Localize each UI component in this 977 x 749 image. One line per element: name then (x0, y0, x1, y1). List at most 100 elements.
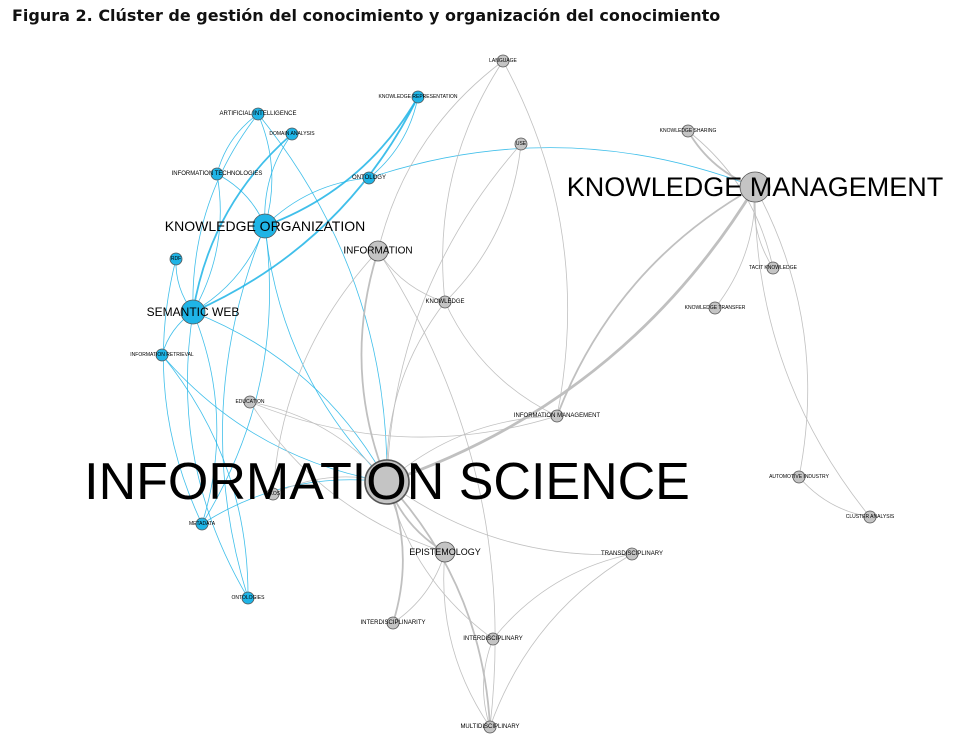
edge-education-information-management (249, 401, 558, 438)
edge-information-science-transdisciplinary (386, 481, 633, 556)
node-language (496, 54, 510, 68)
node-domain-analysis (285, 127, 299, 141)
edge-knowledge-use (444, 143, 522, 303)
node-label-information-management: INFORMATION MANAGEMENT (514, 413, 601, 419)
node-label-domain-analysis: DOMAIN ANALYSIS (269, 131, 315, 137)
node-knowledge-organization (252, 213, 278, 239)
node-knowledge-management (739, 171, 771, 203)
node-label-metadata: METADATA (189, 521, 216, 527)
node-information-science (364, 459, 410, 505)
node-label-ontologies: ONTOLOGIES (232, 595, 266, 601)
edge-interdisciplinary-multidisciplinary (483, 638, 494, 728)
edge-information-nkos (272, 250, 379, 495)
node-label-nkos: NKOS (266, 491, 281, 497)
node-label-transdisciplinary: TRANSDISCIPLINARY (601, 551, 663, 557)
edge-artificial-intelligence-information-science (257, 113, 388, 483)
node-transdisciplinary (625, 547, 639, 561)
edge-ontology-knowledge-representation (368, 96, 419, 179)
node-label-use: USE (516, 141, 527, 147)
edge-rdf-metadata (162, 258, 203, 525)
node-education (243, 395, 257, 409)
node-interdisciplinary (486, 632, 500, 646)
edge-knowledge-management-knowledge-transfer (714, 186, 756, 309)
edge-information-science-interdisciplinary (386, 481, 494, 640)
edge-information-language (377, 60, 504, 252)
node-knowledge-sharing (681, 124, 695, 138)
node-information-retrieval (155, 348, 169, 362)
edge-semantic-web-information-science (192, 311, 388, 483)
edge-knowledge-organization-information-science (264, 225, 388, 483)
edge-information-science-knowledge-management (386, 186, 757, 484)
node-knowledge-representation (411, 90, 425, 104)
node-label-interdisciplinary: INTERDISCIPLINARY (463, 636, 523, 642)
node-label-ontology: ONTOLOGY (352, 175, 386, 181)
node-label-rdf: RDF (171, 256, 181, 262)
node-semantic-web (180, 299, 206, 325)
edge-information-science-information (360, 250, 388, 483)
edge-semantic-web-ontologies (187, 311, 249, 599)
edge-semantic-web-artificial-intelligence (192, 113, 259, 313)
edge-information-science-multidisciplinary (386, 481, 491, 728)
edge-knowledge-management-automotive-industry (754, 186, 809, 478)
node-label-information-retrieval: INFORMATION RETRIEVAL (130, 352, 194, 358)
edge-semantic-web-metadata (192, 311, 218, 525)
edge-multidisciplinary-transdisciplinary (489, 553, 633, 728)
edge-knowledge-organization-artificial-intelligence (257, 113, 273, 227)
node-label-education: EDUCATION (235, 399, 264, 405)
node-information-technologies (210, 167, 224, 181)
node-artificial-intelligence (251, 107, 265, 121)
node-label-interdisciplinarity: INTERDISCIPLINARITY (360, 620, 425, 626)
node-label-knowledge-representation: KNOWLEDGE REPRESENTATION (379, 94, 458, 100)
node-label-automotive-industry: AUTOMOTIVE INDUSTRY (769, 474, 829, 480)
node-label-multidisciplinary: MULTIDISCIPLINARY (460, 724, 519, 730)
edge-information-science-use (386, 143, 522, 483)
figure-title: Clúster de gestión del conocimiento y or… (98, 6, 721, 25)
node-label-language: LANGUAGE (489, 58, 517, 64)
node-label-information-technologies: INFORMATION TECHNOLOGIES (172, 171, 263, 177)
node-information-management (550, 409, 564, 423)
edge-knowledge-management-cluster-analysis (754, 186, 871, 518)
edge-interdisciplinary-transdisciplinary (492, 553, 633, 640)
edge-information-retrieval-ontologies (161, 354, 249, 599)
edge-knowledge-information-management (444, 301, 558, 417)
node-epistemology (434, 541, 456, 563)
edge-knowledge-organization-knowledge-representation (264, 96, 419, 227)
edge-semantic-web-knowledge-representation (192, 96, 419, 313)
node-cluster-analysis (863, 510, 877, 524)
figure-number: Figura 2. (12, 6, 93, 25)
node-ontologies (241, 591, 255, 605)
figure-caption: Figura 2. Clúster de gestión del conocim… (12, 6, 720, 25)
node-label-artificial-intelligence: ARTIFICIAL INTELLIGENCE (219, 111, 296, 117)
node-label-knowledge-sharing: KNOWLEDGE SHARING (660, 128, 717, 134)
edge-artificial-intelligence-information-technologies (216, 113, 259, 175)
node-rdf (169, 252, 183, 266)
edge-knowledge-management-information-management (556, 186, 756, 417)
node-multidisciplinary (483, 720, 497, 734)
node-label-knowledge-transfer: KNOWLEDGE TRANSFER (685, 305, 746, 311)
edge-information-science-knowledge (386, 301, 446, 483)
node-label-cluster-analysis: CLUSTER ANALYSIS (846, 514, 895, 520)
node-use (514, 137, 528, 151)
edge-information-knowledge (377, 250, 446, 303)
node-label-tacit-knowledge: TACIT KNOWLEDGE (749, 265, 798, 271)
edge-automotive-industry-cluster-analysis (798, 476, 871, 518)
node-metadata (195, 517, 209, 531)
node-label-knowledge-organization: KNOWLEDGE ORGANIZATION (165, 218, 365, 234)
node-label-semantic-web: SEMANTIC WEB (147, 305, 240, 319)
node-label-knowledge-management: KNOWLEDGE MANAGEMENT (567, 172, 944, 202)
edge-layer (161, 60, 871, 728)
node-information (367, 240, 389, 262)
node-automotive-industry (792, 470, 806, 484)
node-label-epistemology: EPISTEMOLOGY (409, 547, 481, 557)
edge-semantic-web-information-technologies (192, 173, 221, 313)
edge-knowledge-organization-metadata (201, 225, 270, 525)
edge-ontology-knowledge-management (368, 147, 756, 188)
node-knowledge (438, 295, 452, 309)
node-tacit-knowledge (766, 261, 780, 275)
edge-epistemology-multidisciplinary (443, 551, 491, 728)
edge-information-retrieval-information-science (161, 354, 388, 483)
edge-semantic-web-domain-analysis (192, 133, 293, 313)
edge-education-epistemology (249, 401, 446, 553)
